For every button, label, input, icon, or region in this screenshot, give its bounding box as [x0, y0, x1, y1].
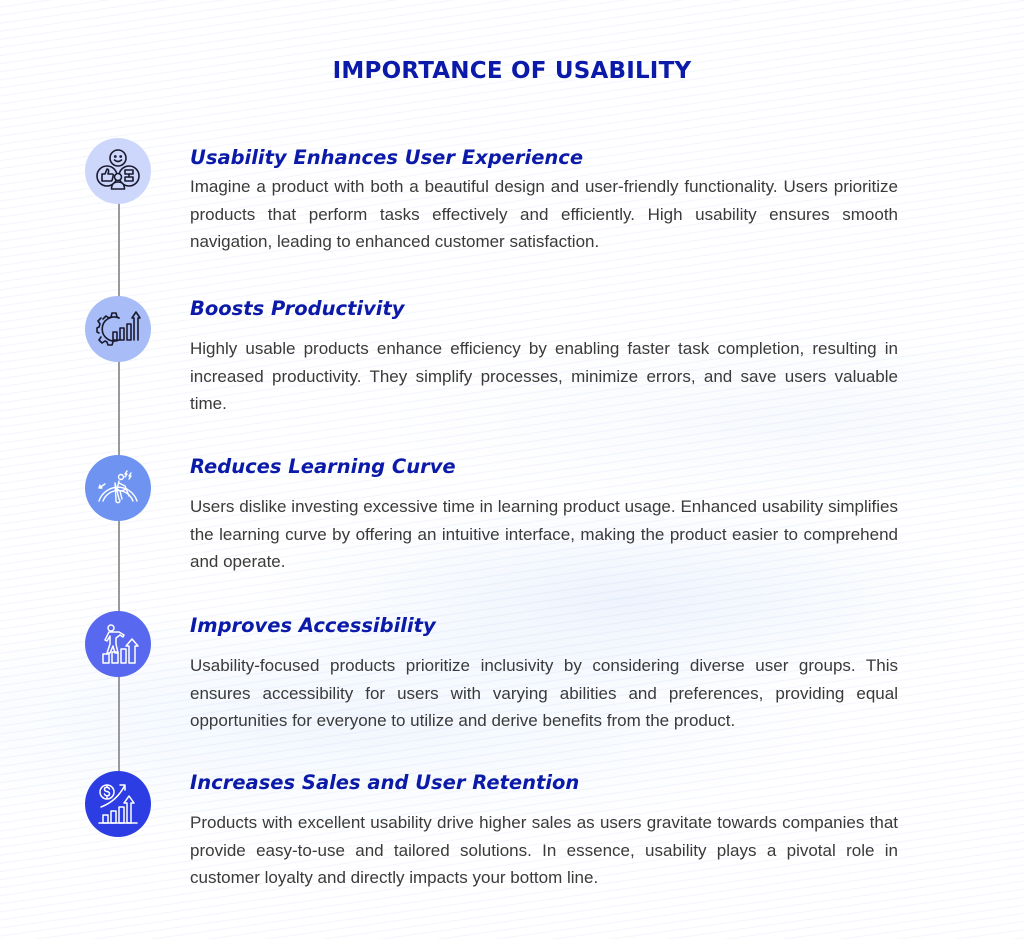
item-heading: Increases Sales and User Retention [190, 771, 580, 794]
item-description: Users dislike investing excessive time i… [190, 497, 898, 571]
icon-circle [85, 455, 151, 521]
item-description: Highly usable products enhance efficienc… [190, 339, 898, 413]
item-heading: Usability Enhances User Experience [190, 146, 584, 169]
item-heading: Reduces Learning Curve [190, 455, 456, 478]
icon-circle [85, 296, 151, 362]
gear-growth-chart-icon [96, 311, 141, 346]
item-description: Products with excellent usability drive … [190, 813, 898, 887]
learning-curve-gauge-icon [98, 470, 138, 504]
user-experience-icon [96, 149, 140, 190]
icon-circle [85, 771, 151, 837]
item-description: Usability-focused products prioritize in… [190, 656, 898, 730]
icon-circle [85, 611, 151, 677]
icon-circle [85, 138, 151, 204]
item-description: Imagine a product with both a beautiful … [190, 177, 898, 251]
dollar-growth-chart-icon [98, 784, 138, 824]
person-climbing-steps-icon [102, 624, 139, 664]
page-title: IMPORTANCE OF USABILITY [332, 58, 692, 84]
item-heading: Improves Accessibility [190, 614, 436, 637]
item-heading: Boosts Productivity [190, 297, 405, 320]
